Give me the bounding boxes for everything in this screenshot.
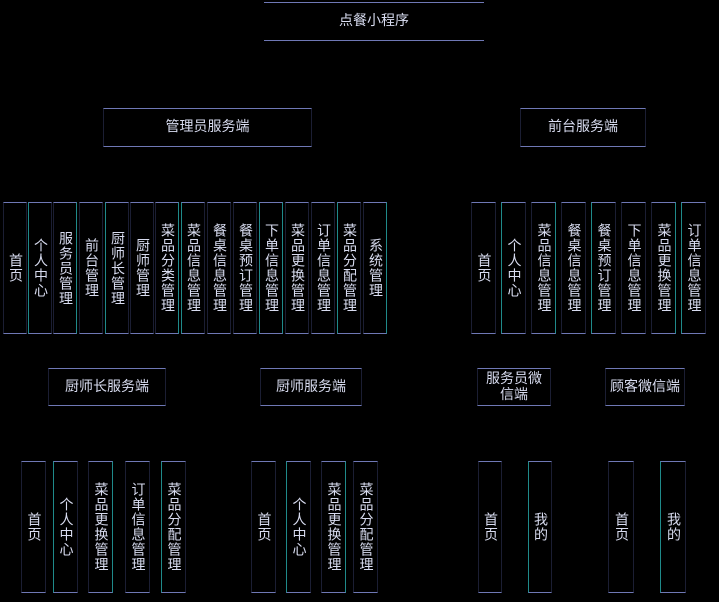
admin-module-7: 菜品分类管理 [155,202,179,334]
front-module-5: 餐桌预订管理 [591,202,616,334]
root-node: 点餐小程序 [264,2,484,41]
front-module-2: 个人中心 [501,202,526,334]
front-module-1: 首页 [471,202,496,334]
chef-module-3: 菜品更换管理 [321,461,346,593]
admin-module-1: 首页 [3,202,27,334]
customer-module-1: 首页 [608,461,634,593]
admin-module-6: 厨师管理 [130,202,154,334]
headchef-module-2: 个人中心 [53,461,78,593]
customer-module-2: 我的 [660,461,686,593]
admin-module-3: 服务员管理 [53,202,77,334]
headchef-node: 厨师长服务端 [48,368,166,406]
front-module-3: 菜品信息管理 [531,202,556,334]
admin-module-14: 菜品分配管理 [337,202,361,334]
admin-module-2: 个人中心 [28,202,52,334]
waiter-node: 服务员微信端 [477,368,551,406]
front-module-6: 下单信息管理 [621,202,646,334]
admin-module-12: 菜品更换管理 [285,202,309,334]
headchef-module-4: 订单信息管理 [125,461,150,593]
admin-module-8: 菜品信息管理 [181,202,205,334]
chef-node: 厨师服务端 [260,368,362,406]
chef-module-1: 首页 [251,461,276,593]
admin-module-9: 餐桌信息管理 [207,202,231,334]
headchef-module-5: 菜品分配管理 [161,461,186,593]
front-node: 前台服务端 [520,108,646,147]
admin-module-11: 下单信息管理 [259,202,283,334]
waiter-module-1: 首页 [478,461,502,593]
admin-module-10: 餐桌预订管理 [233,202,257,334]
admin-node: 管理员服务端 [103,108,312,147]
admin-module-5: 厨师长管理 [105,202,129,334]
headchef-module-1: 首页 [21,461,46,593]
front-module-8: 订单信息管理 [681,202,706,334]
waiter-module-2: 我的 [528,461,552,593]
admin-module-13: 订单信息管理 [311,202,335,334]
customer-node: 顾客微信端 [605,368,685,406]
front-module-7: 菜品更换管理 [651,202,676,334]
front-module-4: 餐桌信息管理 [561,202,586,334]
admin-module-15: 系统管理 [363,202,387,334]
chef-module-2: 个人中心 [286,461,311,593]
chef-module-4: 菜品分配管理 [353,461,378,593]
headchef-module-3: 菜品更换管理 [88,461,113,593]
admin-module-4: 前台管理 [79,202,103,334]
